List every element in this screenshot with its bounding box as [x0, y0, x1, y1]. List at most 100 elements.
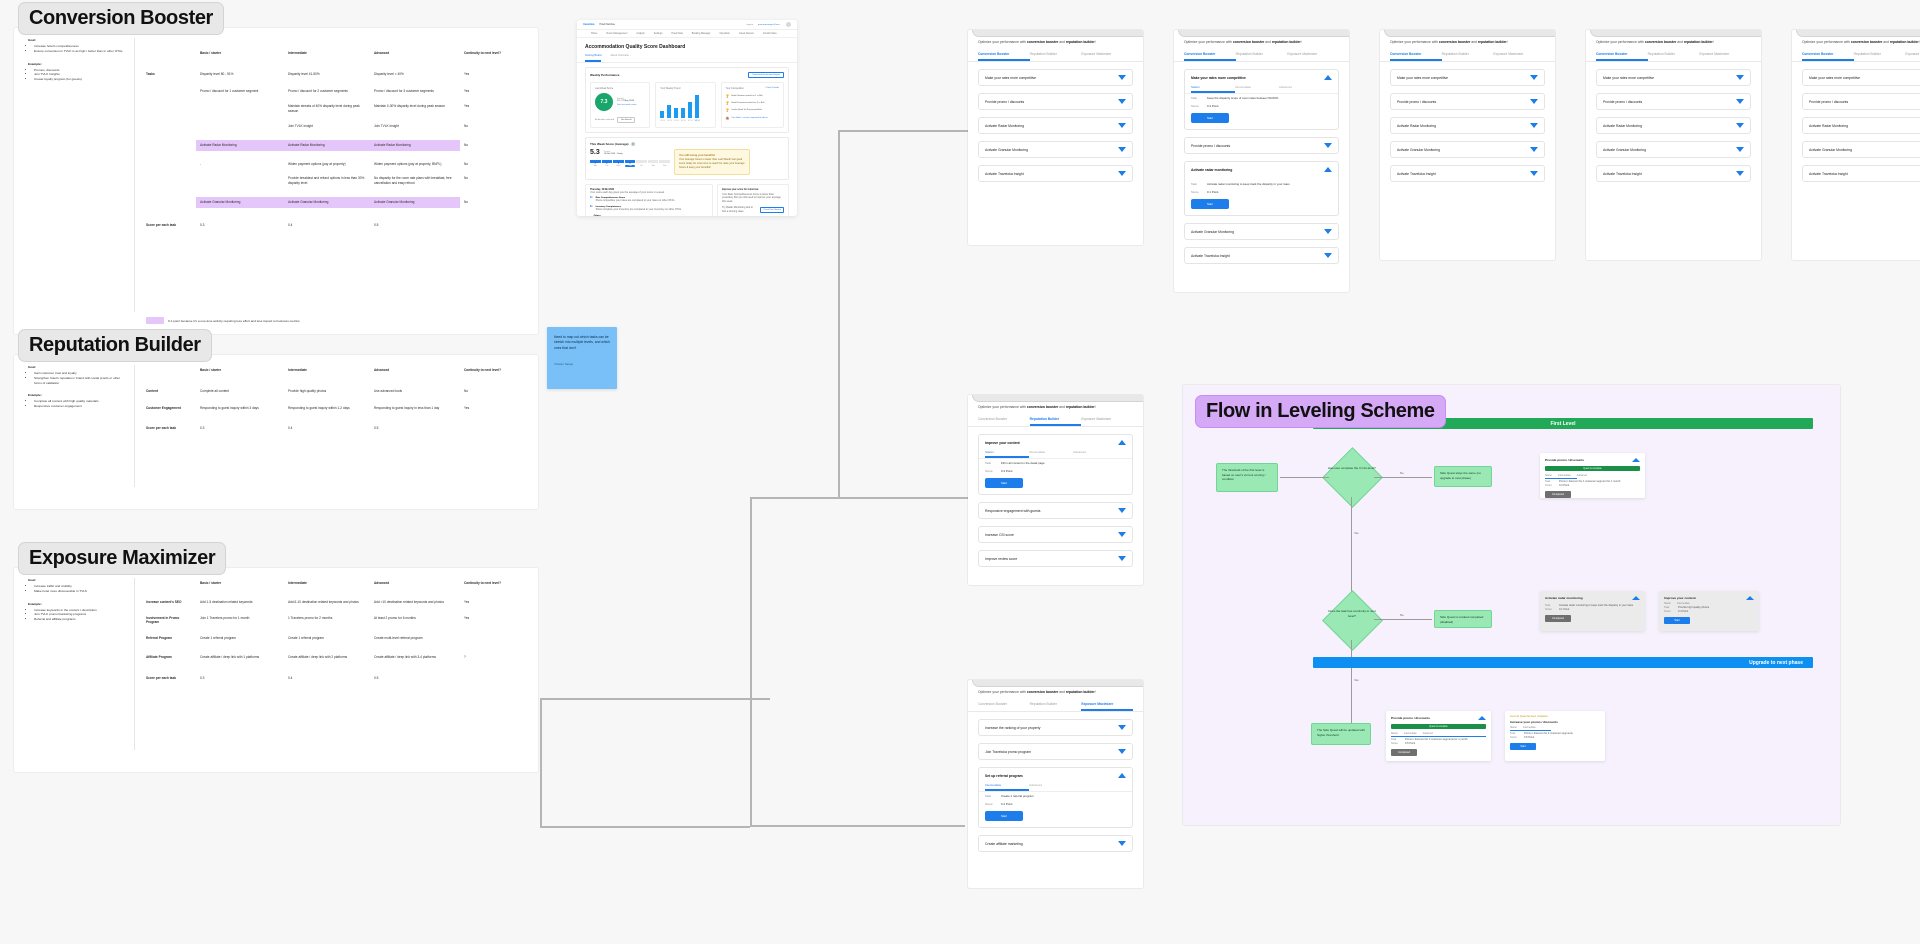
frame-title-reputation-builder[interactable]: Reputation Builder	[18, 329, 212, 362]
accordion-item[interactable]: Make your rates more competitive	[1802, 69, 1920, 87]
chevron-down-icon[interactable]	[1324, 143, 1332, 149]
chevron-down-icon[interactable]	[1530, 123, 1538, 129]
tab-conversion-booster[interactable]: Conversion Booster	[978, 702, 1007, 707]
tab-conversion-booster[interactable]: Conversion Booster	[978, 417, 1007, 422]
level-tab-starter[interactable]: Starter	[1191, 85, 1235, 94]
tab-scoring-board[interactable]: Scoring Board	[585, 54, 602, 62]
chevron-up-icon[interactable]	[1632, 458, 1640, 462]
chevron-down-icon[interactable]	[1118, 123, 1126, 129]
accordion-item[interactable]: Activate Radar Monitoring	[1596, 117, 1751, 135]
accordion-item[interactable]: Activate Traveloka Insight	[1184, 247, 1339, 265]
level-tab-starter[interactable]: Starter	[985, 450, 1029, 459]
tab-exposure-maximizer[interactable]: Exposure Maximizer	[1905, 52, 1920, 57]
nav-item[interactable]: Settings	[653, 32, 663, 35]
card-conversion-booster-04[interactable]: Conversion Booster | ... Optimize your p…	[1586, 30, 1761, 260]
chevron-down-icon[interactable]	[1118, 147, 1126, 153]
accordion-item[interactable]: Improve review score	[978, 550, 1133, 568]
chevron-down-icon[interactable]	[1530, 171, 1538, 177]
chevron-down-icon[interactable]	[1530, 147, 1538, 153]
tab-reputation-builder[interactable]: Reputation Builder	[1853, 52, 1881, 57]
level-label[interactable]: Starter	[1391, 733, 1398, 735]
accordion-item[interactable]: Activate Granular Monitoring	[1802, 141, 1920, 159]
chevron-up-icon[interactable]	[1632, 596, 1640, 600]
card-title[interactable]: Conversion Booster | 01	[972, 30, 1143, 37]
see-benefit-button[interactable]: See Benefit	[617, 117, 636, 123]
card-tabs[interactable]: Conversion Booster Reputation Builder Ex…	[968, 417, 1143, 428]
level-label[interactable]: Intermediate	[1557, 475, 1571, 477]
accordion-item[interactable]: Activate Granular Monitoring	[1596, 141, 1751, 159]
accordion-item[interactable]: Provide promo / discounts	[1802, 93, 1920, 111]
chevron-down-icon[interactable]	[1736, 99, 1744, 105]
accordion-item[interactable]: Create affiliate marketing	[978, 835, 1133, 853]
chevron-up-icon[interactable]	[1118, 773, 1126, 779]
accordion-item[interactable]: Join Traveloka promo program	[978, 743, 1133, 761]
level-label[interactable]: Intermediate	[1522, 727, 1536, 729]
chevron-up-icon[interactable]	[1118, 440, 1126, 446]
accordion-item[interactable]: Provide promo / discounts	[1390, 93, 1545, 111]
chevron-down-icon[interactable]	[1118, 99, 1126, 105]
tab-exposure-maximizer[interactable]: Exposure Maximizer	[1699, 52, 1730, 57]
level-tab-intermediate[interactable]: Intermediate	[1235, 85, 1252, 90]
tab-about-overview[interactable]: About Overview	[610, 54, 629, 57]
tab-conversion-booster[interactable]: Conversion Booster	[1802, 52, 1854, 62]
accordion-item[interactable]: Provide promo / discounts	[1596, 93, 1751, 111]
nav-item[interactable]: Operation	[719, 32, 730, 35]
nav-item[interactable]: Booking Manager	[691, 32, 711, 35]
card-title[interactable]: Conversion Booster | ...	[1178, 30, 1349, 37]
tab-exposure-maximizer[interactable]: Exposure Maximizer	[1081, 52, 1112, 57]
card-reputation-builder-01[interactable]: Reputation Builder | 01 Optimize your pe…	[968, 395, 1143, 585]
avatar[interactable]	[786, 22, 791, 27]
accordion-item[interactable]: Activate Granular Monitoring	[978, 141, 1133, 159]
chevron-down-icon[interactable]	[1736, 75, 1744, 81]
accordion-item[interactable]: Activate Radar Monitoring	[1802, 117, 1920, 135]
accordion-item[interactable]: Provide promo / discounts	[1184, 137, 1339, 155]
frame-conversion-booster[interactable]: Conversion Booster Goal: Increase hotel'…	[14, 2, 538, 334]
start-button[interactable]: Start	[1510, 743, 1536, 750]
card-conversion-booster-05[interactable]: Conversion Booster Optimize your perform…	[1792, 30, 1920, 260]
nav-item[interactable]: Hotel Data	[671, 32, 683, 35]
card-title[interactable]: Reputation Builder | 01	[972, 395, 1143, 402]
card-title[interactable]: Exposure Maximizer | ...	[972, 680, 1143, 687]
chevron-down-icon[interactable]	[1530, 99, 1538, 105]
accordion-item-expanded[interactable]: Improve your content Starter Intermediat…	[978, 434, 1133, 496]
frame-reputation-builder[interactable]: Reputation Builder Goal: Gain customer t…	[14, 329, 538, 509]
accordion-item[interactable]: Activate Radar Monitoring	[978, 117, 1133, 135]
level-label[interactable]: Advanced	[1422, 733, 1433, 735]
tab-reputation-builder[interactable]: Reputation Builder	[1441, 52, 1469, 57]
frame-title-conversion-booster[interactable]: Conversion Booster	[18, 2, 224, 35]
chevron-down-icon[interactable]	[1118, 532, 1126, 538]
nav-item[interactable]: Guest Review	[738, 32, 754, 35]
info-icon[interactable]: ℹ️	[631, 142, 635, 146]
frame-title-flow[interactable]: Flow in Leveling Scheme	[1195, 395, 1446, 428]
competition-link[interactable]: Check Details	[765, 87, 780, 89]
chevron-down-icon[interactable]	[1118, 725, 1126, 731]
level-tab-advanced[interactable]: Advanced	[1029, 783, 1042, 788]
accordion-item[interactable]: Increase the ranking of your property	[978, 719, 1133, 737]
download-report-button[interactable]: Download Evaluation Report	[748, 72, 784, 78]
chevron-down-icon[interactable]	[1118, 508, 1126, 514]
card-title[interactable]: Conversion Booster | ...	[1590, 30, 1761, 37]
chevron-up-icon[interactable]	[1746, 596, 1754, 600]
dashboard-nav[interactable]: Home Room Management Analytic Settings H…	[577, 30, 797, 38]
flow-card-improve-content[interactable]: Improve your content Starter Intermediat…	[1659, 591, 1759, 631]
flow-card-promo-discounts-2[interactable]: Provide promo / discounts Quest is compl…	[1386, 711, 1491, 761]
completed-button[interactable]: Completed	[1545, 615, 1571, 622]
chevron-down-icon[interactable]	[1118, 171, 1126, 177]
logout-link[interactable]: Logout	[746, 23, 753, 26]
dashboard-mockup[interactable]: traveloka Hotel Flamboe Logout partnerma…	[577, 20, 797, 216]
level-label[interactable]: Advanced	[1576, 475, 1587, 477]
tab-conversion-booster[interactable]: Conversion Booster	[1390, 52, 1442, 62]
accordion-item[interactable]: Activate Traveloka Insight	[1390, 165, 1545, 183]
tab-conversion-booster[interactable]: Conversion Booster	[1184, 52, 1236, 62]
frame-title-exposure-maximizer[interactable]: Exposure Maximizer	[18, 542, 227, 575]
level-tab-advanced[interactable]: Advanced	[1073, 450, 1086, 455]
accordion-item[interactable]: Activate Traveloka Insight	[1596, 165, 1751, 183]
completed-button[interactable]: Completed	[1545, 491, 1571, 498]
chevron-down-icon[interactable]	[1530, 75, 1538, 81]
start-button[interactable]: Start	[1191, 113, 1229, 124]
tab-exposure-maximizer[interactable]: Exposure Maximizer	[1081, 417, 1112, 422]
tab-reputation-builder[interactable]: Reputation Builder	[1029, 417, 1082, 427]
chevron-down-icon[interactable]	[1736, 123, 1744, 129]
